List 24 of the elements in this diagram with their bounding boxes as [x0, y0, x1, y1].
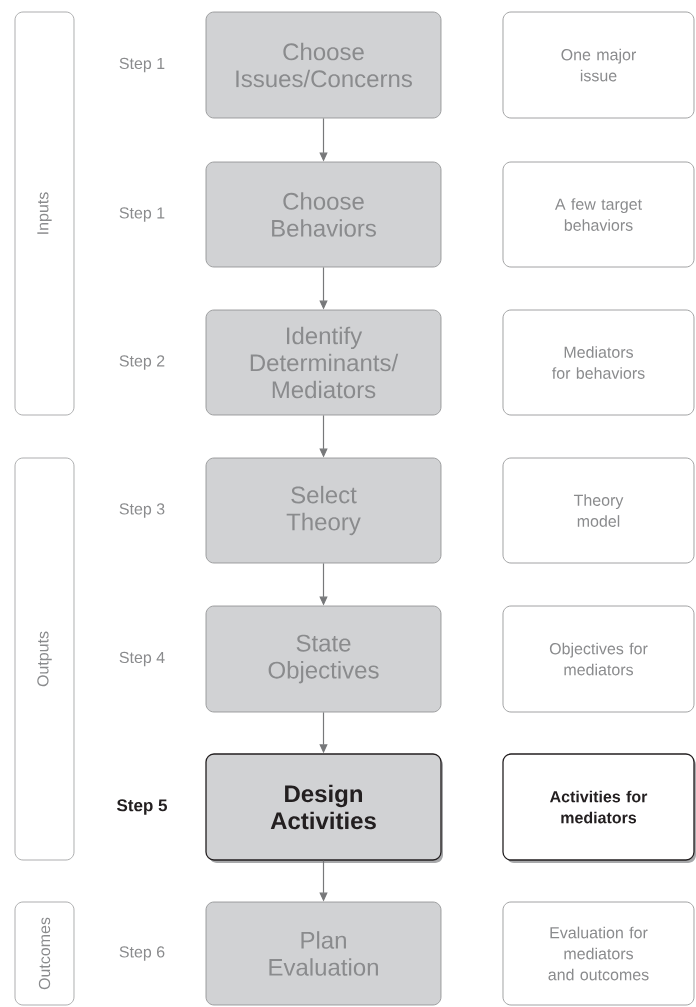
result-box: Objectives for mediators [502, 605, 695, 713]
step-box: Plan Evaluation [205, 901, 442, 1006]
result-box: Evaluation for mediators and outcomes [502, 901, 695, 1006]
step-label: Step 2 [119, 355, 165, 370]
step-label: Step 4 [119, 651, 165, 667]
step-label: Step 6 [119, 946, 165, 961]
result-box: One major issue [502, 11, 695, 119]
step-box: Choose Behaviors [205, 161, 442, 268]
result-box: Mediators for behaviors [502, 309, 695, 416]
step-box: Identify Determinants/ Mediators [205, 309, 442, 416]
result-box: A few target behaviors [502, 161, 695, 268]
step-label: Step 1 [119, 207, 165, 222]
step-label: Step 3 [119, 503, 165, 518]
step-label: Step 5 [117, 799, 167, 815]
result-box: Activities for mediators [502, 753, 696, 863]
step-box: State Objectives [205, 605, 442, 713]
step-label: Step 1 [119, 57, 165, 73]
side-band: Outputs [14, 457, 75, 861]
step-box: Select Theory [205, 457, 442, 564]
side-band: Inputs [14, 11, 75, 416]
result-box: Theory model [502, 457, 695, 564]
step-box: Choose Issues/Concerns [205, 11, 442, 119]
side-band: Outcomes [14, 901, 75, 1006]
step-box: Design Activities [205, 753, 443, 863]
